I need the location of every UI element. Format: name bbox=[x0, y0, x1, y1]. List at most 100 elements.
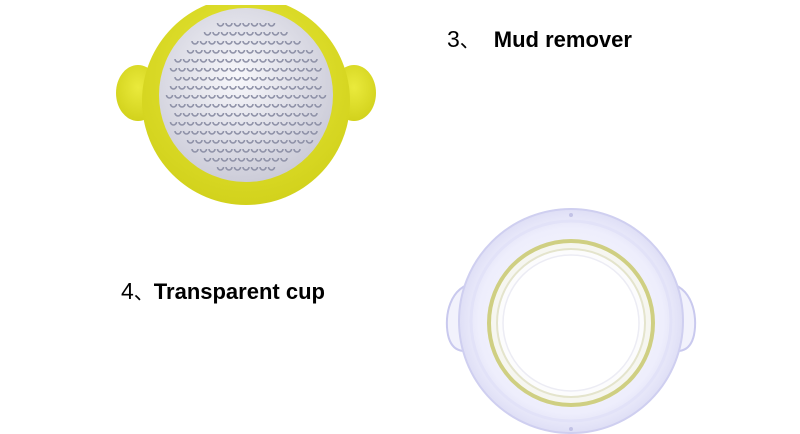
grater-hole bbox=[203, 157, 212, 162]
grater-hole bbox=[263, 139, 271, 144]
grater-hole bbox=[259, 58, 267, 63]
grater-hole bbox=[267, 112, 276, 117]
grater-hole bbox=[250, 148, 259, 153]
grater-hole bbox=[225, 166, 233, 171]
grater-hole bbox=[174, 130, 182, 135]
grater-hole bbox=[288, 85, 297, 90]
grater-hole bbox=[305, 103, 314, 108]
grater-hole bbox=[216, 40, 225, 45]
grater-hole bbox=[186, 49, 195, 54]
grater-hole bbox=[233, 22, 242, 27]
grater-hole bbox=[297, 121, 305, 126]
grater-hole bbox=[259, 112, 267, 117]
grater-hole bbox=[203, 85, 212, 90]
grater-hole bbox=[212, 121, 220, 126]
grater-hole bbox=[182, 112, 191, 117]
grater-hole bbox=[242, 40, 250, 45]
grater-hole bbox=[233, 40, 242, 45]
grater-hole bbox=[297, 67, 305, 72]
grater-hole bbox=[229, 85, 237, 90]
grater-hole bbox=[310, 130, 318, 135]
grater-hole bbox=[195, 121, 203, 126]
grater-hole bbox=[208, 112, 216, 117]
grater-hole bbox=[195, 139, 203, 144]
grater-hole bbox=[178, 85, 186, 90]
grater-hole bbox=[259, 130, 267, 135]
grater-hole bbox=[216, 130, 225, 135]
grater-hole bbox=[229, 139, 237, 144]
grater-hole bbox=[229, 31, 237, 36]
grater-hole bbox=[186, 103, 195, 108]
grater-hole bbox=[250, 130, 259, 135]
grater-hole bbox=[195, 103, 203, 108]
grater-hole bbox=[208, 58, 216, 63]
grater-hole bbox=[182, 130, 191, 135]
grater-hole bbox=[254, 67, 263, 72]
grater-hole bbox=[182, 76, 191, 81]
grater-hole bbox=[212, 157, 220, 162]
grater-hole bbox=[233, 148, 242, 153]
grater-hole bbox=[276, 130, 284, 135]
grater-hole bbox=[237, 31, 246, 36]
grater-hole bbox=[212, 103, 220, 108]
grater-hole bbox=[203, 103, 212, 108]
grater-hole bbox=[186, 85, 195, 90]
grater-hole bbox=[254, 139, 263, 144]
grater-hole bbox=[208, 130, 216, 135]
grater-hole bbox=[216, 148, 225, 153]
grater-hole bbox=[216, 166, 225, 171]
grater-hole bbox=[246, 103, 254, 108]
grater-hole bbox=[225, 76, 233, 81]
grater-hole bbox=[280, 85, 288, 90]
grater-hole bbox=[220, 139, 229, 144]
grater-hole bbox=[280, 67, 288, 72]
grater-hole bbox=[284, 148, 293, 153]
grater-hole bbox=[267, 148, 276, 153]
grater-hole bbox=[191, 76, 199, 81]
grater-hole bbox=[246, 157, 254, 162]
mud-remover-image bbox=[116, 5, 376, 205]
grater-hole bbox=[276, 76, 284, 81]
grater-hole bbox=[284, 112, 293, 117]
grater-hole bbox=[199, 40, 208, 45]
grater-hole bbox=[178, 67, 186, 72]
grater-hole bbox=[233, 76, 242, 81]
grater-hole bbox=[271, 49, 280, 54]
grater-hole bbox=[271, 67, 280, 72]
grater-hole bbox=[186, 121, 195, 126]
grater-hole bbox=[297, 103, 305, 108]
grater-hole bbox=[314, 103, 322, 108]
grater-hole bbox=[242, 94, 250, 99]
grater-hole bbox=[293, 58, 301, 63]
grater-hole bbox=[191, 58, 199, 63]
grater-hole bbox=[203, 121, 212, 126]
grater-hole bbox=[293, 148, 301, 153]
grater-hole bbox=[301, 76, 310, 81]
grater-hole bbox=[233, 166, 242, 171]
grater-hole bbox=[242, 58, 250, 63]
grater-hole bbox=[259, 94, 267, 99]
grater-hole bbox=[191, 112, 199, 117]
grater-hole bbox=[305, 67, 314, 72]
grater-hole bbox=[191, 148, 199, 153]
grater-hole bbox=[199, 112, 208, 117]
transparent-cup-caption: 4、Transparent cup bbox=[121, 276, 325, 305]
grater-hole bbox=[246, 121, 254, 126]
grater-hole bbox=[267, 40, 276, 45]
grater-hole bbox=[203, 139, 212, 144]
grater-hole bbox=[174, 112, 182, 117]
grater-hole bbox=[208, 148, 216, 153]
grater-hole bbox=[293, 94, 301, 99]
grater-hole bbox=[225, 40, 233, 45]
grater-hole bbox=[301, 130, 310, 135]
caption-label: Mud remover bbox=[493, 27, 632, 52]
grater-hole bbox=[208, 76, 216, 81]
grater-hole bbox=[220, 67, 229, 72]
caption-separator: 、 bbox=[133, 282, 154, 304]
grater-hole bbox=[186, 67, 195, 72]
grater-hole bbox=[174, 58, 182, 63]
grater-hole bbox=[310, 112, 318, 117]
grater-hole bbox=[250, 76, 259, 81]
grater-hole bbox=[229, 103, 237, 108]
grater-hole bbox=[280, 31, 288, 36]
